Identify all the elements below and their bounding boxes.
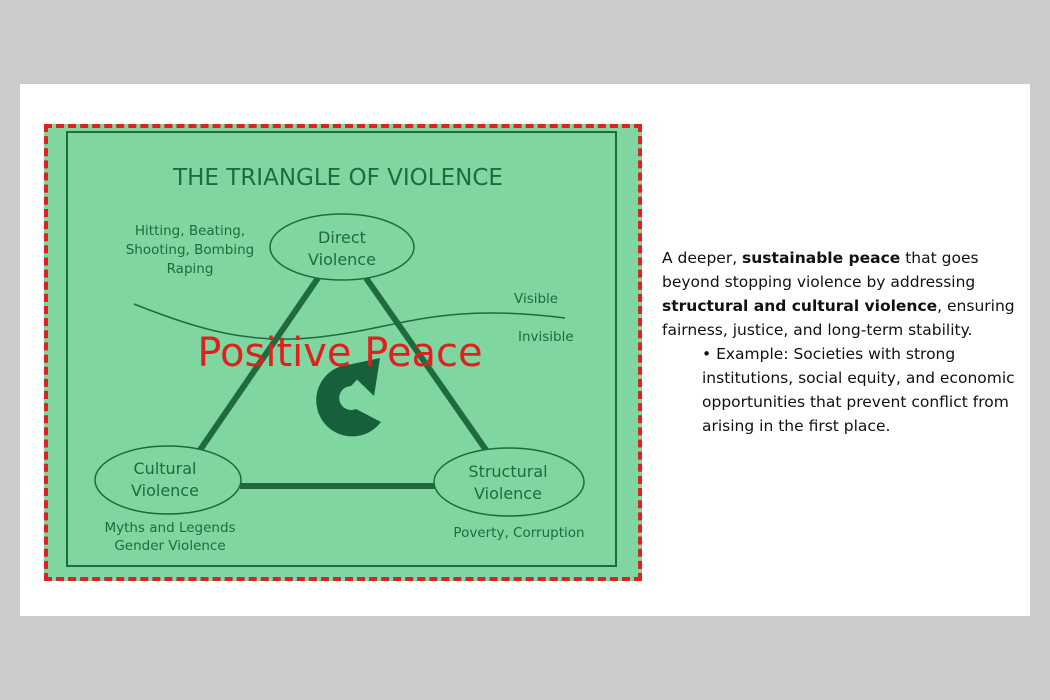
node-structural-line1: Structural	[468, 462, 547, 481]
node-cultural-violence: Cultural Violence	[94, 445, 242, 515]
edge-direct-structural	[363, 276, 489, 452]
node-cultural-line1: Cultural	[134, 459, 197, 478]
invisible-label: Invisible	[518, 329, 574, 345]
visible-label: Visible	[514, 291, 558, 307]
circular-arrow-icon	[316, 358, 381, 437]
intro-paragraph: A deeper, sustainable peace that goes be…	[662, 246, 1032, 342]
direct-example-1: Hitting, Beating,	[135, 223, 245, 239]
node-structural-line2: Violence	[474, 484, 542, 503]
description-text: A deeper, sustainable peace that goes be…	[662, 246, 1032, 438]
node-structural-violence: Structural Violence	[433, 447, 585, 517]
diagram-inner-frame	[66, 131, 617, 567]
intro-text-1: A deeper,	[662, 249, 743, 267]
intro-text-2: that goes beyond stopping violence by ad…	[662, 249, 979, 291]
node-direct-violence: Direct Violence	[269, 213, 415, 281]
node-cultural-line2: Violence	[131, 481, 199, 500]
node-direct-line2: Violence	[308, 250, 376, 269]
intro-bold-sustainable-peace: sustainable peace	[742, 249, 901, 267]
node-cultural-ellipse	[94, 445, 242, 515]
edge-direct-cultural	[197, 276, 321, 452]
positive-peace-label: Positive Peace	[197, 330, 482, 376]
example-bullet: • Example: Societies with strong institu…	[702, 345, 1015, 435]
visibility-line	[133, 303, 566, 340]
node-direct-line1: Direct	[318, 228, 366, 247]
cultural-example-2: Gender Violence	[114, 538, 225, 554]
diagram-title: THE TRIANGLE OF VIOLENCE	[172, 165, 503, 191]
direct-example-2: Shooting, Bombing	[126, 242, 255, 258]
structural-example-1: Poverty, Corruption	[453, 525, 584, 541]
cultural-example-1: Myths and Legends	[104, 520, 235, 536]
node-direct-ellipse	[269, 213, 415, 281]
node-structural-ellipse	[433, 447, 585, 517]
intro-text-3: , ensuring fairness, justice, and long-t…	[662, 297, 1015, 339]
direct-example-3: Raping	[167, 261, 214, 277]
intro-bold-structural-cultural: structural and cultural violence	[662, 297, 938, 315]
